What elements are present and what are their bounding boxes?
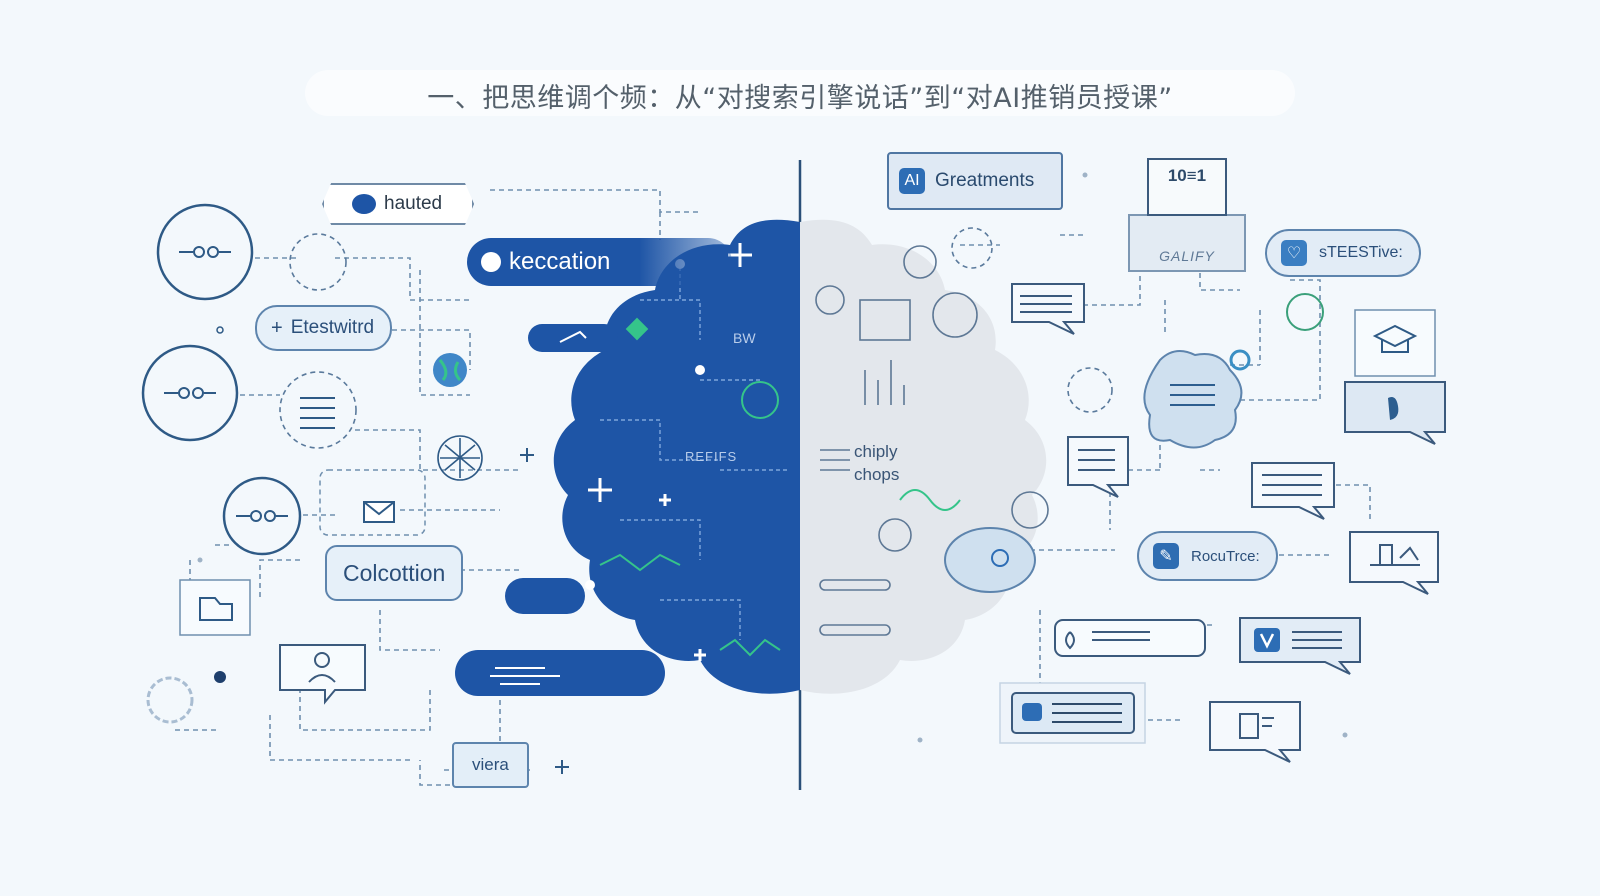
doc-bubble-icon: [1011, 283, 1085, 335]
side-pill: [505, 578, 585, 614]
greatments-box: AI Greatments: [887, 152, 1063, 210]
node-chain-icon: [222, 476, 302, 556]
brain-green-accents: [599, 317, 961, 657]
brain-dot: [585, 580, 595, 590]
brain-dot: [695, 365, 705, 375]
keccation-label: keccation: [509, 248, 611, 275]
gear-icon: [1229, 349, 1251, 371]
user-icon: [279, 644, 366, 705]
dot-marker: [1082, 172, 1088, 178]
dot-marker: [917, 737, 923, 743]
dashed-ring: [289, 233, 347, 291]
envelope-icon: [319, 469, 426, 536]
dot-marker: [197, 557, 203, 563]
bottom-pill-lines: [490, 667, 560, 685]
hand-bubble-icon: [1344, 381, 1446, 445]
chops-label: chops: [854, 465, 900, 484]
keccation-pill: keccation: [467, 238, 732, 286]
code-card: 10≡1: [1147, 158, 1227, 216]
compass-icon: [481, 252, 501, 272]
greatments-label: Greatments: [935, 170, 1035, 191]
graduation-cap-icon: [1354, 309, 1436, 377]
ai-badge: AI: [899, 168, 925, 194]
plus-icon: [520, 448, 534, 462]
bw-label: BW: [733, 330, 756, 346]
galify-card: GALIFY: [1128, 214, 1246, 272]
file-bubble-icon: [1209, 701, 1301, 763]
folder-icon: [179, 579, 251, 636]
document-icon: [300, 397, 335, 429]
page-title: 一、把思维调个频：从“对搜索引擎说话”到“对AI推销员授课”: [427, 83, 1173, 114]
chat-bubble-icon: [352, 194, 376, 214]
plus-icon: [555, 760, 569, 774]
chiply-label: chiply: [854, 442, 898, 461]
dashed-ring: [951, 227, 993, 269]
orb-core: [991, 549, 1009, 567]
target-icon: [1286, 293, 1324, 331]
galify-label: GALIFY: [1159, 248, 1215, 264]
dot-marker: [214, 671, 226, 683]
cloud-node-icon: [1143, 350, 1243, 449]
title-banner: [305, 70, 1295, 116]
hauted-tag: hauted: [322, 183, 475, 225]
shield-list-bubble: [1239, 617, 1361, 675]
code-label: 10≡1: [1167, 166, 1207, 185]
dot-marker: [216, 326, 224, 334]
dashed-ring: [279, 371, 357, 449]
rocutrce-pill: ✎ RocuTrce:: [1137, 531, 1278, 581]
brain-circuit-lines: [600, 260, 790, 640]
text-bubble-icon: [1067, 436, 1129, 498]
etestwitrd-label: Etestwitrd: [290, 317, 375, 338]
globe-icon: [433, 353, 467, 387]
arrow-icon: [559, 330, 587, 343]
brain-right-sketches: [815, 245, 1049, 636]
cloud-node-lines: [1170, 384, 1215, 406]
link-chain-icon: [156, 203, 254, 301]
dot-marker: [1342, 732, 1348, 738]
orb-node: [944, 527, 1036, 593]
colcottion-box: Colcottion: [325, 545, 464, 601]
comment-panel: [1054, 619, 1206, 657]
viera-label: viera: [472, 755, 509, 774]
rocutrce-label: RocuTrce:: [1191, 547, 1260, 565]
steestive-label: sTEESTive:: [1319, 244, 1403, 261]
heart-icon: ♡: [1281, 240, 1307, 266]
brain-network-icon: [437, 435, 483, 481]
etestwitrd-pill: + Etestwitrd: [255, 305, 393, 351]
gear-icon: [146, 676, 194, 724]
plus-icon: +: [271, 316, 283, 339]
brain-white-plus-marks: [588, 243, 752, 661]
pen-icon: ✎: [1153, 543, 1179, 569]
notes-panel: [999, 682, 1146, 744]
colcottion-label: Colcottion: [343, 559, 446, 586]
bottom-pill: [455, 650, 665, 696]
chart-bubble-icon: [1349, 531, 1439, 595]
hauted-label: hauted: [384, 193, 443, 214]
dashed-ring: [1067, 367, 1113, 413]
steestive-pill: ♡ sTEESTive:: [1265, 229, 1421, 277]
arrow-pill: [528, 324, 618, 352]
chain-icon: [141, 344, 239, 442]
list-bubble-icon: [1251, 462, 1335, 520]
viera-box: viera: [452, 742, 529, 788]
refirs-label: REFIFS: [685, 449, 738, 464]
